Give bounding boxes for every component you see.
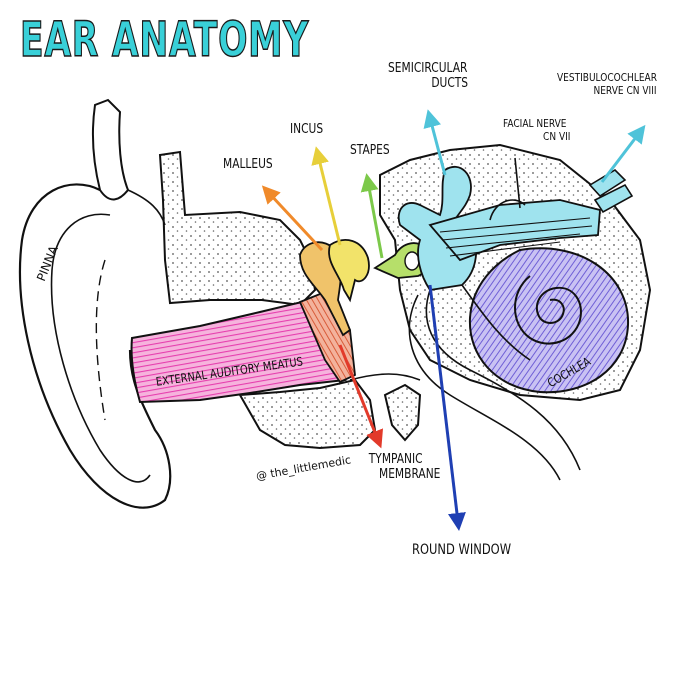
page-title: EAR ANATOMY [19,11,310,69]
facial-nerve-line [514,157,521,209]
tympanic-arrow [338,344,384,449]
round-window-arrow [428,284,466,531]
label-tympanic-membrane: TYMPANIC MEMBRANE [365,452,441,483]
label-facial-nerve: FACIAL NERVE CN VII [503,117,580,143]
temporal-bone [158,150,317,307]
label-tympanic-line2: MEMBRANE [379,466,441,482]
label-tympanic-line1: TYMPANIC [368,452,423,467]
label-facial-nerve-line2: CN VII [543,129,571,143]
nerve-stump-2 [593,183,634,214]
malleus-arrow [261,185,324,252]
semicircular-arrow [423,109,447,176]
label-vestibulocochlear-line1: VESTIBULOCOCHLEAR [557,71,658,84]
stapes-arrow [360,173,384,259]
incus-arrow [311,146,342,246]
pinna-inner [50,213,151,483]
eustachian-area [349,373,421,381]
label-facial-nerve-line1: FACIAL NERVE [503,117,567,130]
label-malleus: MALLEUS [223,157,273,172]
label-vestibulocochlear-nerve: VESTIBULOCOCHLEAR NERVE CN VIII [557,71,679,97]
label-incus: INCUS [290,122,324,137]
vestibulocochlear-arrow [600,124,646,183]
incus-bone [328,239,370,303]
pinna-outline [91,98,130,201]
cochlea-inner-tube [461,284,531,361]
label-stapes: STAPES [350,143,390,158]
label-semicircular-ducts-line1: SEMICIRCULAR [388,61,468,76]
nerve-loop [489,199,526,221]
label-semicircular-ducts: SEMICIRCULAR DUCTS [388,61,485,92]
label-semicircular-ducts-line2: DUCTS [431,75,469,91]
label-vestibulocochlear-line2: NERVE CN VIII [593,83,657,97]
pinna-outer [18,183,172,509]
nerve-fibres [439,217,593,257]
label-round-window: ROUND WINDOW [412,542,512,558]
lower-bone-right [383,383,422,442]
pinna-fold [127,189,166,226]
pinna-dashed [95,259,106,421]
inner-tube-2 [408,294,561,481]
inner-tube-1 [425,289,581,471]
cochlea-spiral [514,275,582,345]
cochlea-shape [468,247,630,394]
